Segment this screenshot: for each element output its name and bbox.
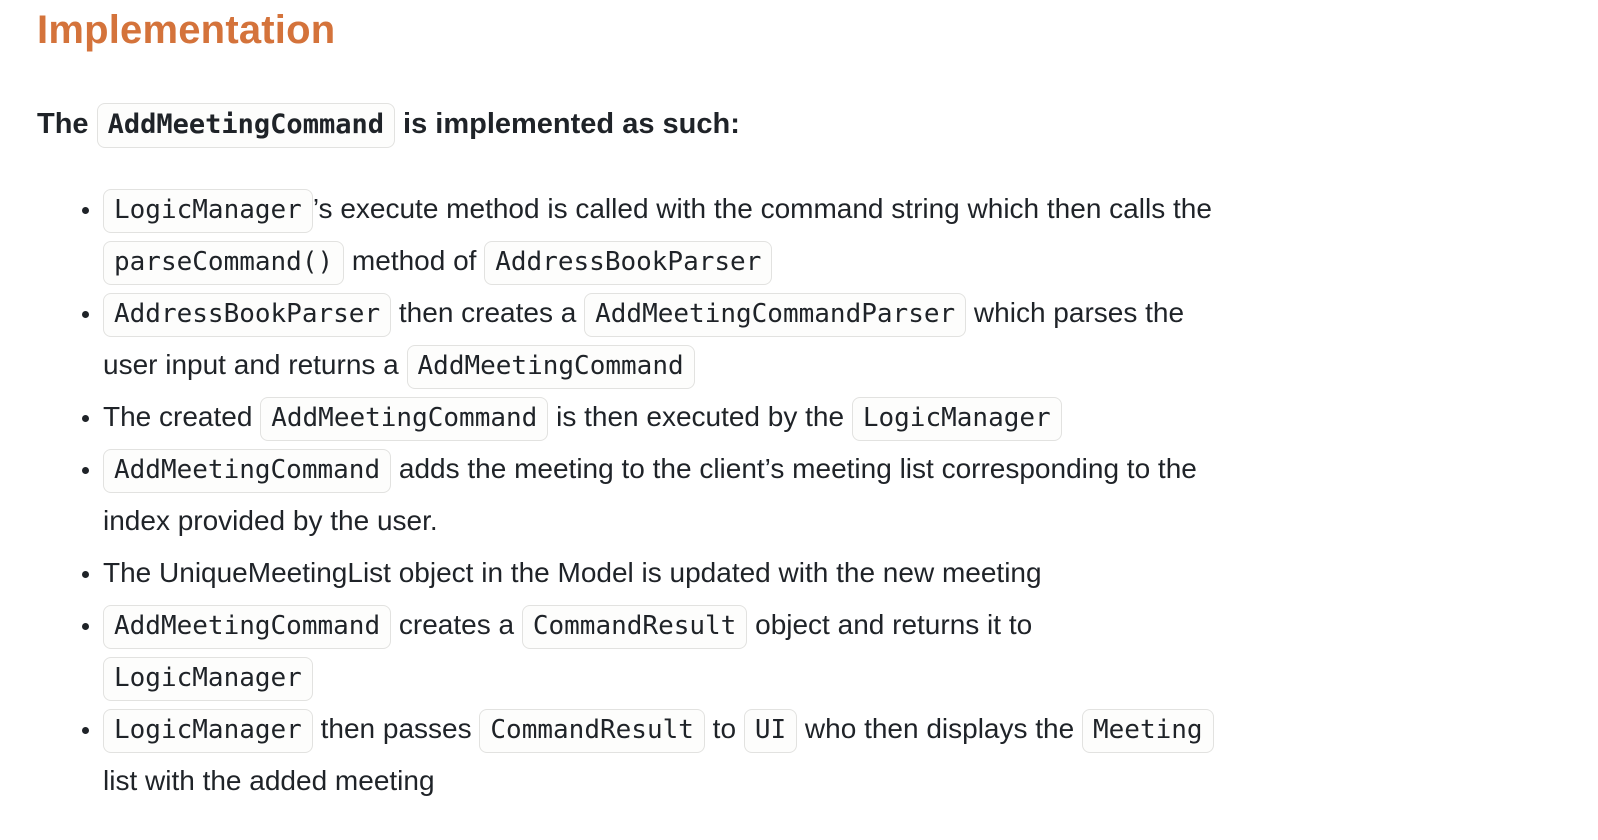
inline-code-chip: CommandResult (521, 605, 748, 650)
page-title: Implementation (37, 8, 336, 52)
text-segment: The UniqueMeetingList object in the Mode… (103, 557, 1042, 589)
inline-code-chip: parseCommand() (103, 241, 345, 286)
text-segment: The (37, 108, 97, 140)
text-segment: adds the meeting to the client’s meeting… (391, 453, 1197, 485)
text-segment: list with the added meeting (103, 765, 435, 797)
text-segment: index provided by the user. (103, 505, 438, 537)
text-segment: who then displays the (797, 713, 1082, 745)
list-item: LogicManager then passes CommandResult t… (103, 703, 1558, 807)
inline-code-chip: LogicManager (103, 657, 313, 702)
text-segment: then creates a (391, 297, 585, 329)
inline-code-chip: AddMeetingCommand (103, 605, 392, 650)
inline-code-chip: AddressBookParser (484, 241, 773, 286)
list-item: AddressBookParser then creates a AddMeet… (103, 287, 1558, 391)
text-segment: ’s execute method is called with the com… (312, 193, 1212, 225)
inline-code-chip: Meeting (1081, 709, 1214, 754)
inline-code-chip: AddressBookParser (103, 293, 392, 338)
inline-code-chip: CommandResult (479, 709, 705, 754)
text-segment: is implemented as such: (394, 108, 740, 140)
inline-code-chip: AddMeetingCommand (406, 345, 695, 390)
text-segment: user input and returns a (103, 349, 407, 381)
text-segment: creates a (391, 609, 522, 641)
text-segment: The created (103, 401, 261, 433)
implementation-list: LogicManager’s execute method is called … (37, 183, 1558, 807)
text-segment: object and returns it to (747, 609, 1033, 641)
list-item: AddMeetingCommand creates a CommandResul… (103, 599, 1558, 703)
list-item: LogicManager’s execute method is called … (103, 183, 1558, 287)
inline-code-chip: AddMeetingCommand (260, 397, 549, 442)
inline-code-chip: AddMeetingCommandParser (584, 293, 967, 338)
list-item: The UniqueMeetingList object in the Mode… (103, 547, 1558, 599)
list-item: The created AddMeetingCommand is then ex… (103, 391, 1558, 443)
text-segment: which parses the (966, 297, 1185, 329)
text-segment: method of (344, 245, 485, 277)
inline-code-chip: LogicManager (103, 709, 313, 754)
inline-code-chip: AddMeetingCommand (103, 449, 392, 494)
text-segment: then passes (312, 713, 480, 745)
inline-code-chip: UI (743, 709, 798, 754)
text-segment: is then executed by the (548, 401, 852, 433)
list-item: AddMeetingCommand adds the meeting to th… (103, 443, 1558, 547)
doc-page: Implementation The AddMeetingCommand is … (0, 0, 1598, 807)
text-segment: to (704, 713, 744, 745)
intro-paragraph: The AddMeetingCommand is implemented as … (37, 100, 1558, 149)
inline-code-chip: LogicManager (103, 189, 313, 234)
inline-code-chip: AddMeetingCommand (96, 103, 395, 149)
inline-code-chip: LogicManager (851, 397, 1062, 442)
